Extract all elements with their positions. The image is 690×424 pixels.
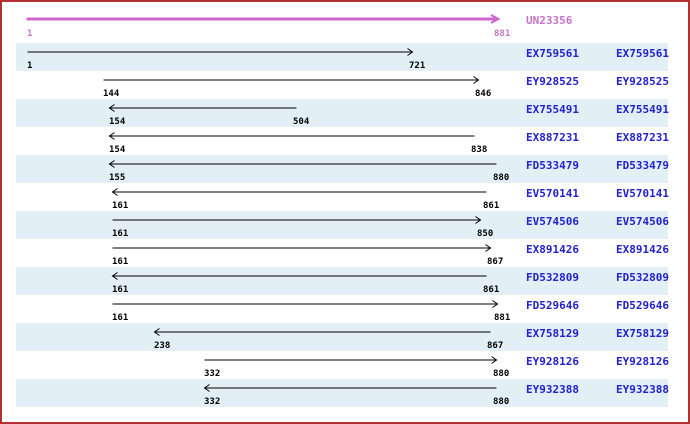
accession-link-secondary[interactable]: FD533479: [616, 159, 669, 172]
sequence-end-label: 721: [409, 61, 426, 71]
alignment-row: 332 880 EY932388 EY932388: [2, 379, 688, 407]
sequence-start-label: 161: [112, 257, 129, 267]
sequence-start-label: 161: [112, 313, 129, 323]
sequence-start-label: 161: [112, 201, 129, 211]
alignment-row: 238 867 EX758129 EX758129: [2, 323, 688, 351]
contig-start-label: 1: [27, 29, 33, 39]
sequence-arrow[interactable]: [108, 103, 297, 114]
alignment-row: 1 721 EX759561 EX759561: [2, 43, 688, 71]
accession-link-secondary[interactable]: EX759561: [616, 47, 669, 60]
sequence-end-label: 880: [493, 173, 510, 183]
row-stripe: [16, 211, 668, 239]
accession-link-secondary[interactable]: EY928126: [616, 355, 669, 368]
accession-link[interactable]: EX758129: [526, 327, 579, 340]
accession-link-secondary[interactable]: EY928525: [616, 75, 669, 88]
accession-link-secondary[interactable]: EX887231: [616, 131, 669, 144]
sequence-start-label: 144: [103, 89, 120, 99]
alignment-row: 154 838 EX887231 EX887231: [2, 127, 688, 155]
sequence-end-label: 880: [493, 369, 510, 379]
alignment-row: 155 880 FD533479 FD533479: [2, 155, 688, 183]
accession-link[interactable]: EY932388: [526, 383, 579, 396]
sequence-arrow[interactable]: [153, 327, 491, 338]
sequence-start-label: 155: [109, 173, 126, 183]
sequence-start-label: 238: [154, 341, 171, 351]
sequence-arrow[interactable]: [108, 131, 475, 142]
sequence-start-label: 154: [109, 145, 126, 155]
contig-arrow[interactable]: [26, 14, 501, 25]
accession-link[interactable]: EX891426: [526, 243, 579, 256]
accession-link-secondary[interactable]: EV574506: [616, 215, 669, 228]
sequence-arrow[interactable]: [112, 243, 492, 254]
row-stripe: [16, 323, 668, 351]
row-stripe: [16, 267, 668, 295]
sequence-end-label: 838: [471, 145, 488, 155]
sequence-arrow[interactable]: [204, 355, 498, 366]
sequence-start-label: 154: [109, 117, 126, 127]
sequence-arrow[interactable]: [27, 47, 414, 58]
sequence-start-label: 332: [204, 397, 221, 407]
accession-link[interactable]: FD532809: [526, 271, 579, 284]
alignment-row: 161 850 EV574506 EV574506: [2, 211, 688, 239]
sequence-arrow[interactable]: [103, 75, 480, 86]
sequence-end-label: 881: [494, 313, 511, 323]
accession-link[interactable]: EX759561: [526, 47, 579, 60]
accession-link-secondary[interactable]: EX891426: [616, 243, 669, 256]
sequence-end-label: 880: [493, 397, 510, 407]
accession-link[interactable]: FD529646: [526, 299, 579, 312]
accession-link[interactable]: FD533479: [526, 159, 579, 172]
sequence-arrow[interactable]: [111, 271, 487, 282]
row-stripe: [16, 155, 668, 183]
sequence-start-label: 1: [27, 61, 33, 71]
row-stripe: [16, 99, 668, 127]
accession-link[interactable]: EV574506: [526, 215, 579, 228]
alignment-row: 161 867 EX891426 EX891426: [2, 239, 688, 267]
alignment-row: 161 861 FD532809 FD532809: [2, 267, 688, 295]
sequence-end-label: 861: [483, 201, 500, 211]
accession-link[interactable]: EY928126: [526, 355, 579, 368]
sequence-start-label: 332: [204, 369, 221, 379]
alignment-row: 161 861 EV570141 EV570141: [2, 183, 688, 211]
sequence-start-label: 161: [112, 229, 129, 239]
sequence-end-label: 846: [475, 89, 492, 99]
accession-link[interactable]: EV570141: [526, 187, 579, 200]
alignment-row: 161 881 FD529646 FD529646: [2, 295, 688, 323]
sequence-end-label: 867: [487, 257, 504, 267]
sequence-arrow[interactable]: [112, 215, 482, 226]
sequence-end-label: 504: [293, 117, 310, 127]
contig-name-link[interactable]: UN23356: [526, 14, 573, 27]
accession-link-secondary[interactable]: FD529646: [616, 299, 669, 312]
sequence-arrow[interactable]: [108, 159, 497, 170]
sequence-end-label: 850: [477, 229, 494, 239]
accession-link[interactable]: EX755491: [526, 103, 579, 116]
alignment-row: 154 504 EX755491 EX755491: [2, 99, 688, 127]
sequence-start-label: 161: [112, 285, 129, 295]
row-stripe: [16, 43, 668, 71]
sequence-end-label: 861: [483, 285, 500, 295]
alignment-row: 332 880 EY928126 EY928126: [2, 351, 688, 379]
accession-link-secondary[interactable]: EX758129: [616, 327, 669, 340]
sequence-end-label: 867: [487, 341, 504, 351]
sequence-arrow[interactable]: [203, 383, 497, 394]
accession-link-secondary[interactable]: EV570141: [616, 187, 669, 200]
row-stripe: [16, 379, 668, 407]
accession-link[interactable]: EX887231: [526, 131, 579, 144]
sequence-arrow[interactable]: [112, 299, 499, 310]
alignment-row: 144 846 EY928525 EY928525: [2, 71, 688, 99]
accession-link-secondary[interactable]: FD532809: [616, 271, 669, 284]
accession-link-secondary[interactable]: EY932388: [616, 383, 669, 396]
contig-end-label: 881: [494, 29, 511, 39]
sequence-arrow[interactable]: [111, 187, 487, 198]
accession-link[interactable]: EY928525: [526, 75, 579, 88]
accession-link-secondary[interactable]: EX755491: [616, 103, 669, 116]
